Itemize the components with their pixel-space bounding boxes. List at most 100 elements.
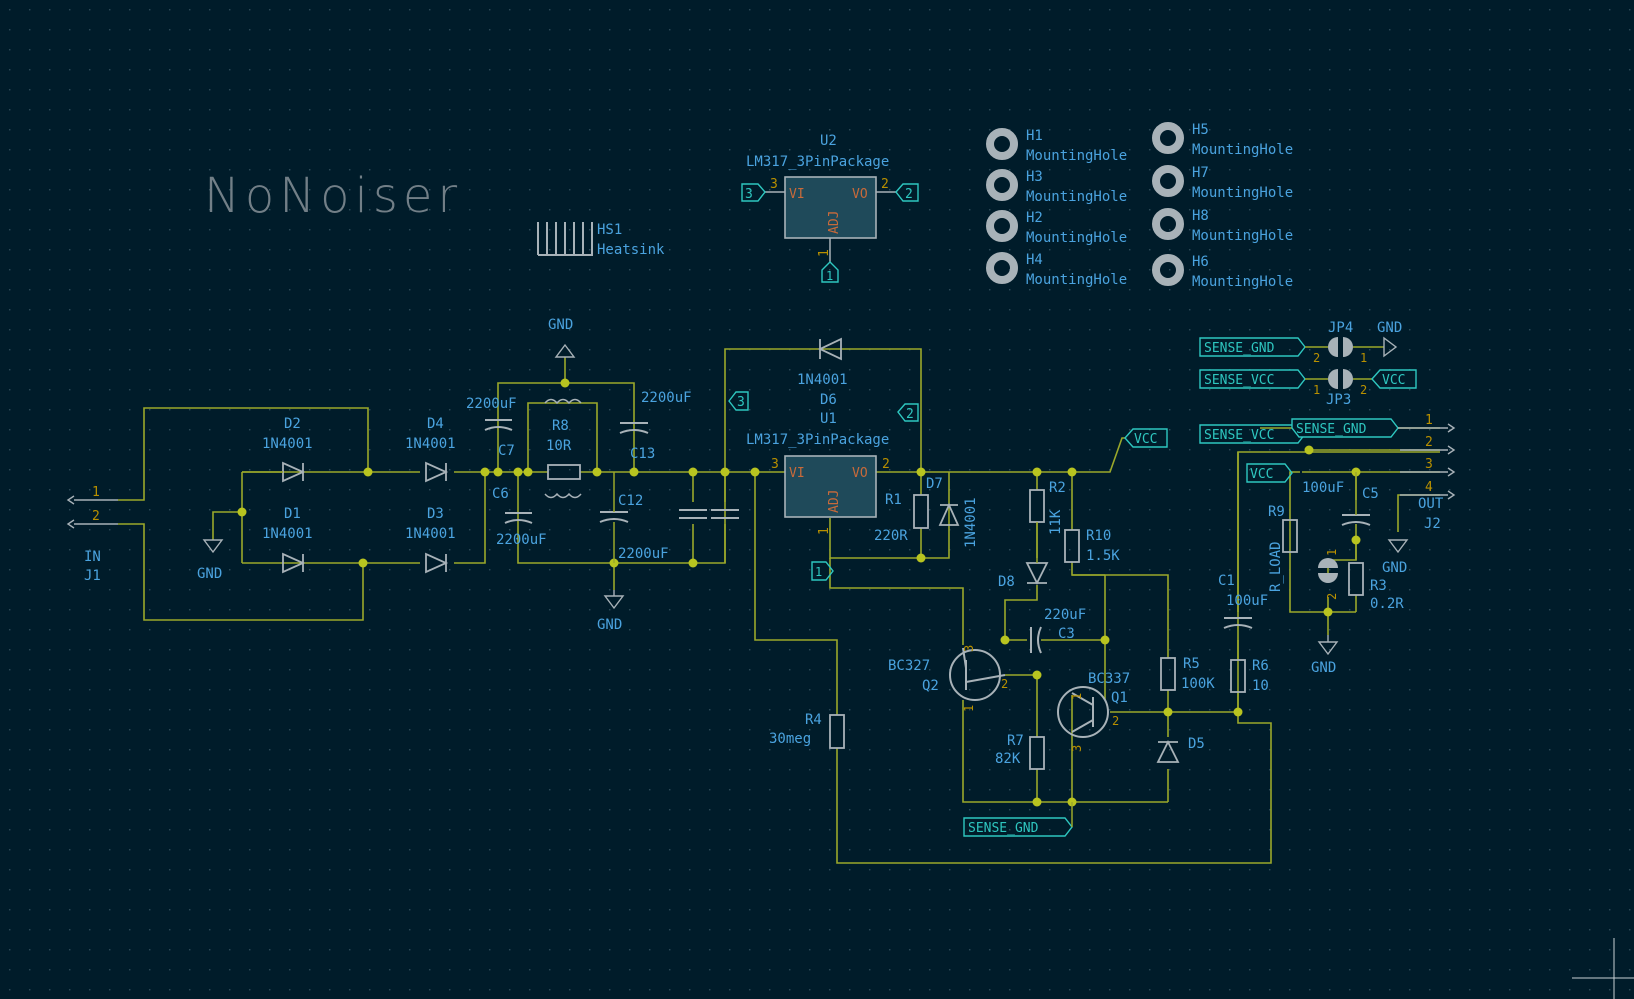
net-label-vcc-jp3: VCC (1371, 369, 1417, 389)
u2-body (784, 176, 877, 239)
capacitor-pair-unlabeled[interactable] (679, 509, 739, 519)
r9-ref: R9 (1268, 504, 1285, 520)
r5-value: 100K (1181, 676, 1215, 692)
mounting-hole-h5[interactable]: H5 MountingHole (1152, 122, 1293, 158)
net-sense-gnd-label-jp4: SENSE_GND (1204, 341, 1275, 356)
resistor-r5[interactable]: R5 100K (1160, 656, 1215, 692)
u2-port-out-label: 2 (905, 187, 913, 202)
u2-port-in-label: 3 (745, 187, 753, 202)
jumper-jp3[interactable]: 1 2 JP3 (1305, 369, 1372, 408)
diode-d8[interactable]: D8 (998, 522, 1049, 590)
c12-value: 2200uF (618, 546, 669, 562)
diode-d1[interactable]: D1 1N4001 (262, 506, 313, 574)
mounting-hole-h8[interactable]: H8 MountingHole (1152, 208, 1293, 244)
u2-pin2-num: 2 (881, 177, 889, 192)
resistor-r10[interactable]: R10 1.5K (1064, 528, 1120, 564)
capacitor-c1[interactable]: C1 100uF (1218, 573, 1268, 629)
net-vcc-label-1: VCC (1134, 432, 1157, 447)
r8-ref: R8 (552, 418, 569, 434)
crosshair-cursor-icon (1572, 938, 1634, 999)
r2-ref: R2 (1049, 480, 1066, 496)
resistor-r7[interactable]: R7 82K (995, 733, 1045, 770)
q2-body-lines (962, 647, 1006, 690)
r1-value: 220R (874, 528, 908, 544)
jp3-pin1-num: 1 (1313, 383, 1320, 397)
connector-j2[interactable]: 1 2 3 4 OUT J2 (1398, 413, 1456, 532)
d2-ref: D2 (284, 416, 301, 432)
gnd-label-jp4: GND (1377, 320, 1402, 336)
u2-pin1-num: 1 (817, 249, 832, 257)
mounting-hole-h4[interactable]: H4 MountingHole (986, 252, 1127, 288)
transistor-q1[interactable]: BC337 Q1 1 2 3 (1057, 671, 1130, 752)
hs1-ref: HS1 (597, 222, 622, 238)
diode-d6[interactable]: 1N4001 D6 (797, 337, 848, 408)
q2-ref: Q2 (922, 678, 939, 694)
capacitor-c13[interactable]: 2200uF C13 (619, 390, 692, 462)
u1-ref: U1 (820, 411, 837, 427)
diode-d7[interactable]: D7 1N4001 (926, 476, 979, 548)
resistor-icon (913, 494, 929, 529)
d3-value: 1N4001 (405, 526, 456, 542)
heatsink-hs1[interactable]: HS1 Heatsink (537, 222, 665, 258)
jp4-pin2-num: 2 (1313, 351, 1320, 365)
transistor-q2[interactable]: BC327 Q2 3 2 1 (888, 645, 1008, 712)
mounting-hole-h7[interactable]: H7 MountingHole (1152, 165, 1293, 201)
u2-pin-vi: VI (789, 187, 805, 202)
ic-u1[interactable]: U1 LM317_3PinPackage VI VO ADJ 3 2 1 3 2… (728, 391, 919, 581)
mounting-hole-h2[interactable]: H2 MountingHole (986, 210, 1127, 246)
net-label-sense-vcc-jp3: SENSE_VCC (1199, 369, 1306, 389)
h7-ref: H7 (1192, 165, 1209, 181)
mounting-hole-icon (986, 252, 1018, 284)
net-flag-icon (963, 817, 1073, 837)
resistor-r6[interactable]: R6 10 (1230, 658, 1269, 694)
r4-ref: R4 (805, 712, 822, 728)
gnd-icon (202, 539, 224, 554)
diode-d4[interactable]: D4 1N4001 (405, 416, 456, 483)
mounting-hole-h3[interactable]: H3 MountingHole (986, 169, 1127, 205)
u1-port-in (728, 391, 749, 411)
diode-d5[interactable]: D5 (1156, 736, 1205, 763)
j1-pin1-num: 1 (92, 485, 100, 500)
capacitor-c6[interactable]: C6 2200uF (492, 486, 547, 548)
capacitor-icon (619, 422, 649, 434)
u1-port-out (897, 403, 919, 422)
q1-ref: Q1 (1111, 690, 1128, 706)
capacitor-c7[interactable]: 2200uF C7 (466, 396, 517, 459)
u1-pin-vo: VO (852, 466, 868, 481)
capacitor-c3[interactable]: 220uF C3 (1030, 607, 1086, 654)
u2-port-in (741, 183, 766, 202)
mounting-hole-h1[interactable]: H1 MountingHole (986, 128, 1127, 164)
mounting-hole-h6[interactable]: H6 MountingHole (1152, 254, 1293, 290)
net-flag-icon (1291, 418, 1399, 438)
resistor-r1[interactable]: R1 220R (874, 492, 929, 544)
resistor-r4[interactable]: R4 30meg (769, 712, 845, 749)
capacitor-icon (484, 419, 513, 431)
h2-value: MountingHole (1026, 230, 1127, 246)
net-label-sense-gnd-jp4: SENSE_GND (1199, 337, 1306, 357)
gnd-icon (1387, 539, 1409, 554)
diode-d2[interactable]: D2 1N4001 (242, 416, 313, 483)
j1-pin2-num: 2 (92, 509, 100, 524)
r6-ref: R6 (1252, 658, 1269, 674)
diode-icon (817, 337, 842, 361)
u2-pin-vo: VO (852, 187, 868, 202)
resistor-r9[interactable]: R9 R_LOAD (1268, 504, 1298, 592)
jumper-rload[interactable]: 1 2 (1318, 549, 1339, 600)
capacitor-icon (1030, 626, 1042, 654)
jumper-jp4[interactable]: JP4 2 1 (1305, 320, 1384, 365)
r8-value: 10R (546, 438, 572, 454)
capacitor-c12[interactable]: C12 2200uF (599, 493, 669, 562)
d6-ref: D6 (820, 392, 837, 408)
r9-value: R_LOAD (1268, 541, 1284, 592)
c1-ref: C1 (1218, 573, 1235, 589)
resistor-r3[interactable]: R3 0.2R (1348, 562, 1404, 612)
j2-pin3-num: 3 (1425, 457, 1433, 472)
resistor-r8[interactable]: R8 10R (544, 398, 582, 499)
connector-j1[interactable]: 1 2 IN J1 (66, 485, 118, 584)
capacitor-icon (1223, 617, 1253, 629)
net-flag-icon (1199, 369, 1306, 389)
diode-d3[interactable]: D3 1N4001 (405, 506, 456, 574)
capacitor-c5[interactable]: 100uF C5 (1302, 480, 1379, 526)
ic-u2[interactable]: U2 LM317_3PinPackage VI VO ADJ 3 2 1 3 2… (741, 133, 919, 283)
